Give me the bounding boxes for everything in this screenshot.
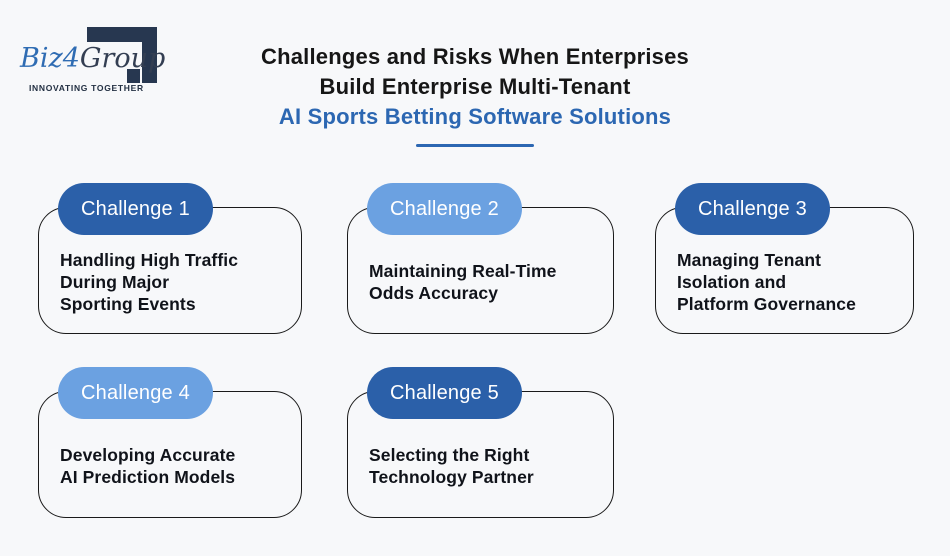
challenge-card-4: Challenge 4 Developing Accurate AI Predi… (38, 367, 302, 518)
title-line-1: Challenges and Risks When Enterprises (261, 44, 689, 69)
logo-wordmark: Biz4Group (20, 44, 165, 74)
challenge-badge-5: Challenge 5 (367, 367, 522, 419)
logo-bracket-icon (87, 27, 157, 83)
logo-brand-number: 4 (62, 43, 80, 74)
biz4group-logo: Biz4Group INNOVATING TOGETHER (20, 24, 170, 96)
title-underline (416, 144, 534, 147)
challenge-badge-3: Challenge 3 (675, 183, 830, 235)
challenge-description-4: Developing Accurate AI Prediction Models (60, 445, 236, 487)
challenge-card-1: Challenge 1 Handling High Traffic During… (38, 183, 302, 334)
challenge-description-3: Managing Tenant Isolation and Platform G… (677, 250, 856, 314)
challenge-card-2: Challenge 2 Maintaining Real-Time Odds A… (347, 183, 614, 334)
challenge-description-5: Selecting the Right Technology Partner (369, 445, 534, 487)
logo-brand-secondary: Group (79, 43, 166, 74)
logo-tagline: INNOVATING TOGETHER (29, 83, 144, 93)
challenge-card-5: Challenge 5 Selecting the Right Technolo… (347, 367, 614, 518)
challenge-description-2: Maintaining Real-Time Odds Accuracy (369, 261, 557, 303)
challenge-badge-4: Challenge 4 (58, 367, 213, 419)
logo-brand-primary: Biz (20, 43, 63, 74)
title-line-3: AI Sports Betting Software Solutions (278, 104, 672, 129)
page-title: Challenges and Risks When Enterprises Bu… (0, 42, 950, 147)
challenge-badge-2: Challenge 2 (367, 183, 522, 235)
challenge-description-1: Handling High Traffic During Major Sport… (60, 250, 239, 314)
challenge-badge-1: Challenge 1 (58, 183, 213, 235)
title-line-2: Build Enterprise Multi-Tenant (319, 74, 631, 99)
challenge-card-3: Challenge 3 Managing Tenant Isolation an… (655, 183, 914, 334)
